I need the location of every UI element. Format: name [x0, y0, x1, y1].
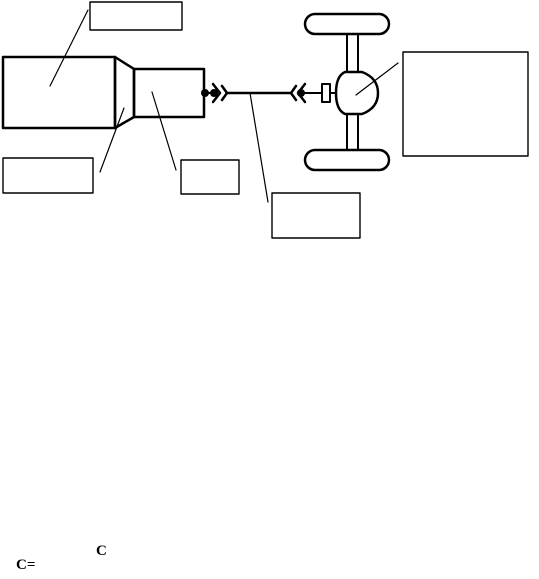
left-rear-wheel [303, 12, 391, 36]
leader-gearbox [151, 91, 177, 171]
front-universal-joint [201, 82, 229, 104]
leader-engine [49, 9, 89, 87]
callout-box-gearbox [180, 159, 240, 195]
right-rear-wheel [303, 148, 391, 172]
callout-box-engine [89, 1, 183, 31]
differential-housing [334, 70, 380, 116]
callout-box-drive-shaft [271, 192, 361, 239]
callout-box-differential [402, 51, 529, 157]
leader-drive-shaft [249, 92, 269, 203]
gearbox [132, 67, 206, 119]
stray-glyph-c-equals: C= [16, 557, 36, 573]
stray-glyph-c: C [96, 543, 107, 559]
axle-housing [346, 33, 359, 151]
pinion-flange [321, 83, 331, 103]
callout-box-clutch [2, 157, 94, 194]
leader-differential [355, 62, 399, 96]
clutch-housing [113, 55, 136, 130]
leader-clutch [99, 107, 125, 173]
rear-universal-joint [289, 82, 323, 104]
